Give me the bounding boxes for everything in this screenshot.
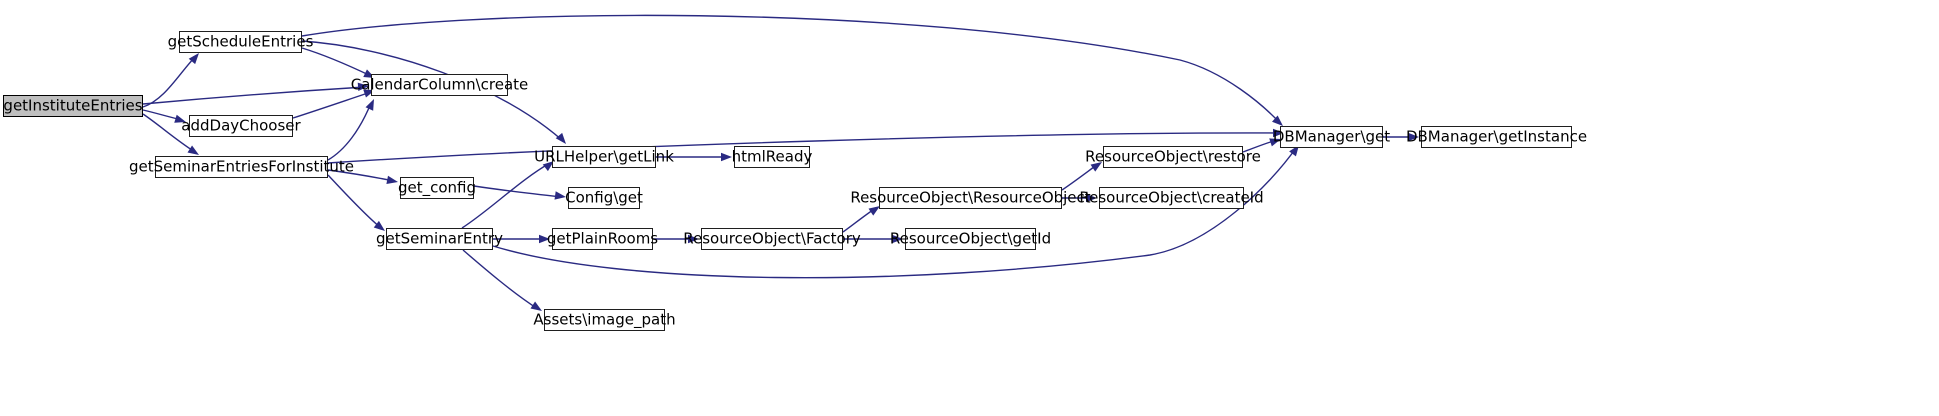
graph-node-label: getSeminarEntry: [376, 229, 503, 247]
graph-node-DBManager_getInstance[interactable]: DBManager\getInstance: [1406, 126, 1587, 148]
graph-node-CalendarColumn_create[interactable]: CalendarColumn\create: [351, 74, 528, 96]
graph-node-get_config[interactable]: get_config: [398, 177, 476, 199]
graph-node-label: getSeminarEntriesForInstitute: [129, 157, 354, 175]
graph-node-DBManager_get[interactable]: DBManager\get: [1273, 126, 1390, 148]
graph-edge-ResourceObject_Factory-to-ResourceObject_ResourceObject: [842, 206, 880, 233]
graph-edge-getScheduleEntries-to-DBManager_get: [301, 14, 1283, 126]
graph-node-label: get_config: [397, 178, 477, 196]
graph-node-Config_get[interactable]: Config\get: [565, 187, 643, 209]
graph-node-Assets_image_path[interactable]: Assets\image_path: [533, 309, 676, 331]
graph-node-label: CalendarColumn\create: [350, 75, 529, 93]
graph-node-label: ResourceObject\createId: [1079, 188, 1264, 206]
graph-node-htmlReady[interactable]: htmlReady: [732, 146, 812, 168]
graph-edge-getInstituteEntries-to-getScheduleEntries: [142, 53, 199, 108]
graph-node-label: getScheduleEntries: [167, 32, 314, 50]
graph-node-label: Assets\image_path: [533, 310, 676, 328]
graph-edge-getSeminarEntry-to-Assets_image_path: [462, 249, 542, 311]
graph-node-label: URLHelper\getLink: [534, 147, 674, 165]
graph-edge-getInstituteEntries-to-CalendarColumn_create: [142, 82, 369, 105]
graph-edge-arrowhead: [365, 99, 374, 111]
graph-node-label: getInstituteEntries: [3, 96, 143, 114]
graph-node-URLHelper_getLink[interactable]: URLHelper\getLink: [534, 146, 674, 168]
graph-node-ResourceObject_createId[interactable]: ResourceObject\createId: [1079, 187, 1264, 209]
graph-node-label: ResourceObject\Factory: [683, 229, 861, 247]
graph-node-label: ResourceObject\ResourceObject: [850, 188, 1091, 206]
graph-node-label: Config\get: [565, 188, 643, 206]
graph-node-label: ResourceObject\restore: [1085, 147, 1261, 165]
graph-node-addDayChooser[interactable]: addDayChooser: [181, 115, 301, 137]
graph-edge-getSeminarEntriesForInstitute-to-CalendarColumn_create: [327, 99, 374, 161]
graph-node-ResourceObject_restore[interactable]: ResourceObject\restore: [1085, 146, 1261, 168]
graph-edge-getSeminarEntriesForInstitute-to-getSeminarEntry: [327, 174, 385, 231]
graph-node-ResourceObject_Factory[interactable]: ResourceObject\Factory: [683, 228, 861, 250]
graph-edge-arrowhead: [555, 132, 566, 144]
graph-node-label: htmlReady: [731, 147, 813, 165]
graph-node-ResourceObject_ResourceObject[interactable]: ResourceObject\ResourceObject: [850, 187, 1091, 209]
graph-node-getSeminarEntriesForInstitute[interactable]: getSeminarEntriesForInstitute: [129, 156, 354, 178]
graph-node-label: getPlainRooms: [546, 229, 659, 247]
graph-node-label: ResourceObject\getId: [889, 229, 1052, 247]
graph-node-label: DBManager\get: [1272, 127, 1391, 145]
graph-node-getInstituteEntries[interactable]: getInstituteEntries: [3, 95, 143, 117]
graph-node-label: DBManager\getInstance: [1405, 127, 1588, 145]
graph-node-getSeminarEntry[interactable]: getSeminarEntry: [376, 228, 503, 250]
graph-edge-get_config-to-Config_get: [473, 185, 566, 200]
graph-node-getPlainRooms[interactable]: getPlainRooms: [547, 228, 658, 250]
graph-node-getScheduleEntries[interactable]: getScheduleEntries: [168, 31, 313, 53]
graph-node-label: addDayChooser: [181, 116, 301, 134]
graph-node-ResourceObject_getId[interactable]: ResourceObject\getId: [890, 228, 1051, 250]
